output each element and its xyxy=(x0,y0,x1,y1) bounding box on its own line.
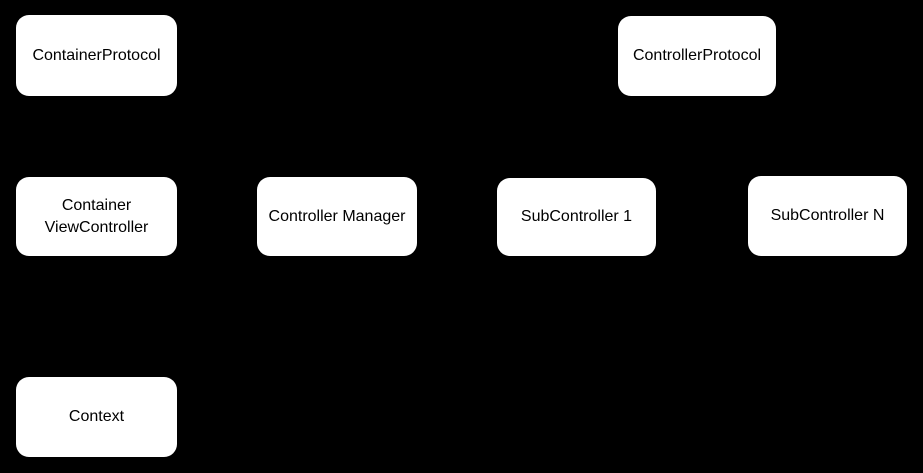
node-controller-manager: Controller Manager xyxy=(257,177,417,256)
node-subcontroller-1: SubController 1 xyxy=(497,178,656,256)
node-label: ControllerProtocol xyxy=(632,47,762,65)
node-label: ContainerProtocol xyxy=(32,46,161,64)
node-container-protocol: ContainerProtocol xyxy=(16,15,177,96)
node-container-viewcontroller: Container ViewController xyxy=(16,177,177,256)
node-label: Controller Manager xyxy=(268,207,406,225)
node-label: SubController 1 xyxy=(520,208,633,226)
node-controller-protocol: ControllerProtocol xyxy=(618,16,776,96)
node-label: Container ViewController xyxy=(44,196,149,236)
node-subcontroller-n: SubController N xyxy=(748,176,907,256)
node-label: Context xyxy=(68,408,125,426)
node-context: Context xyxy=(16,377,177,457)
node-label: SubController N xyxy=(770,207,885,225)
